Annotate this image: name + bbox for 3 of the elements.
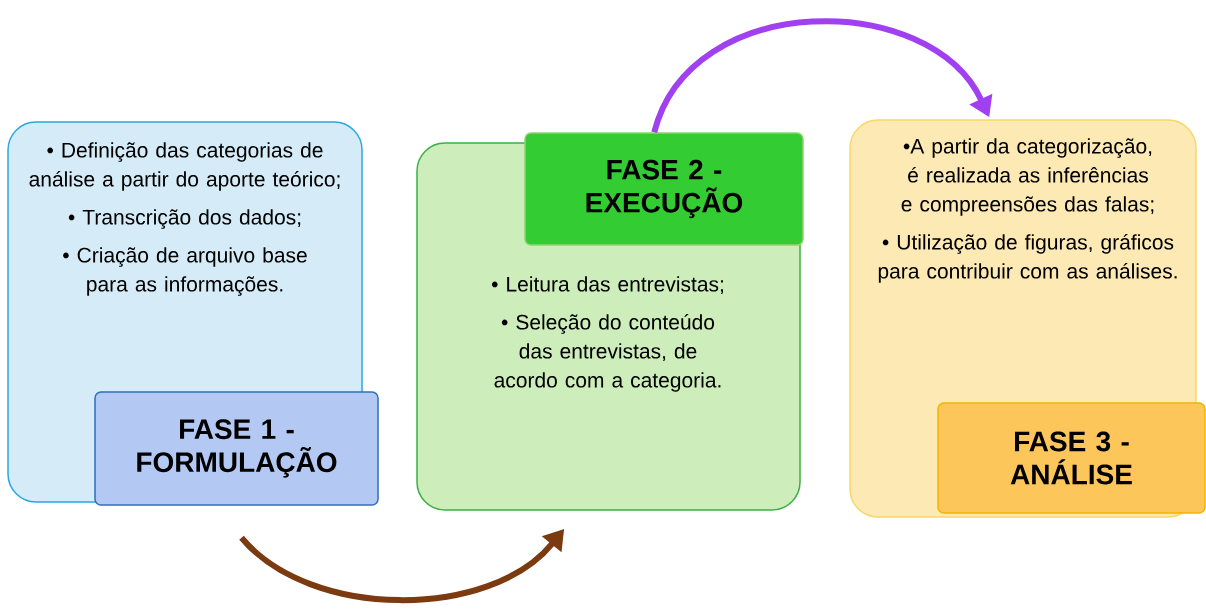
curved-arrow — [651, 18, 993, 134]
phase-label: FASE 1 - FORMULAÇÃO — [94, 391, 379, 506]
phase-label: FASE 2 - EXECUÇÃO — [524, 132, 804, 246]
